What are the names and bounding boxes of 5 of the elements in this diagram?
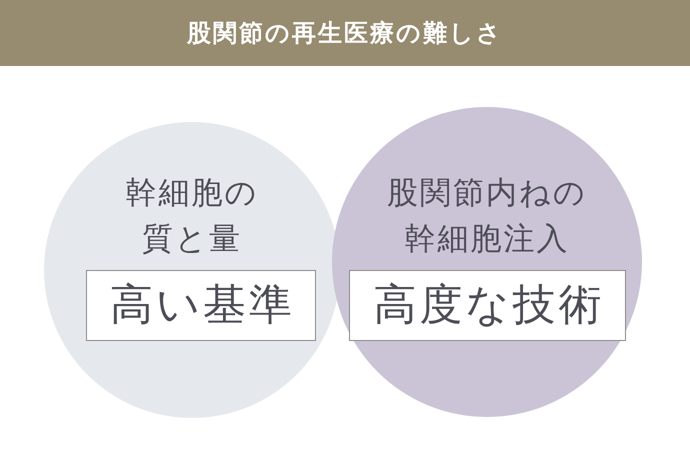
highlight-box: 高い基準	[86, 270, 316, 341]
circle-label: 股関節内ねの幹細胞注入	[386, 174, 588, 259]
title-bar: 股関節の再生医療の難しさ	[0, 0, 690, 66]
circle-label: 幹細胞の質と量	[124, 174, 260, 259]
highlight-box: 高度な技術	[349, 270, 626, 341]
